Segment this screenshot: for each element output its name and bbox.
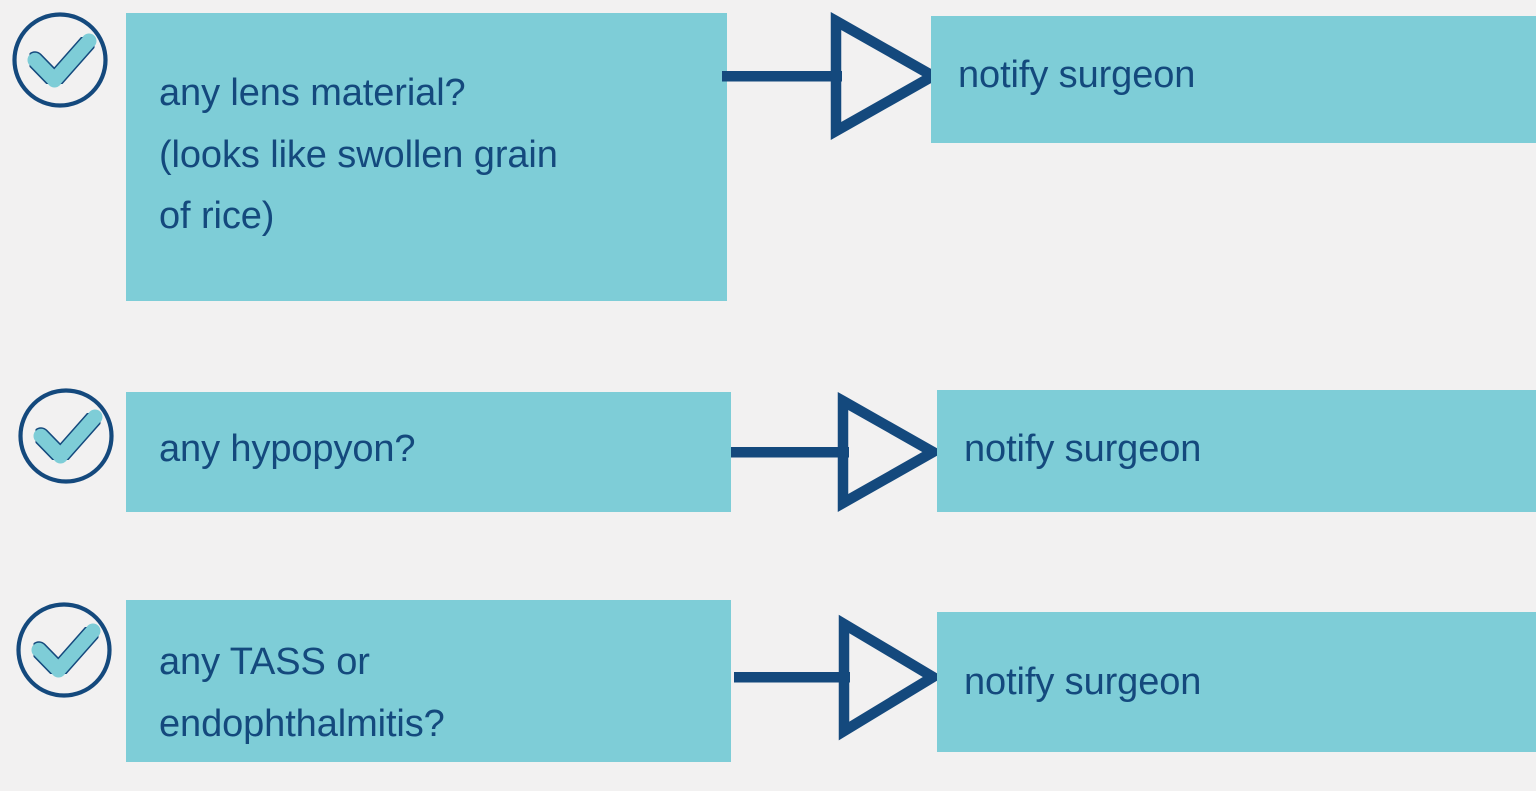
- action-text-2: notify surgeon: [964, 428, 1202, 470]
- question-text-2: any hypopyon?: [159, 428, 416, 470]
- action-text-3: notify surgeon: [964, 661, 1202, 703]
- question-text-3: any TASS or endophthalmitis?: [159, 641, 445, 745]
- arrow-right-outline-icon: [734, 614, 944, 741]
- check-circle-icon: [8, 8, 112, 112]
- action-box-1[interactable]: notify surgeon: [931, 16, 1536, 143]
- action-box-3[interactable]: notify surgeon: [937, 612, 1536, 752]
- question-box-1[interactable]: any lens material? (looks like swollen g…: [126, 13, 727, 301]
- question-box-2[interactable]: any hypopyon?: [126, 392, 731, 512]
- question-text-1: any lens material? (looks like swollen g…: [159, 72, 558, 238]
- arrow-right-outline-icon: [722, 11, 944, 141]
- check-circle-icon: [12, 598, 116, 702]
- check-circle-icon: [14, 384, 118, 488]
- action-text-1: notify surgeon: [958, 54, 1196, 96]
- action-box-2[interactable]: notify surgeon: [937, 390, 1536, 512]
- question-box-3[interactable]: any TASS or endophthalmitis?: [126, 600, 731, 762]
- arrow-right-outline-icon: [731, 391, 944, 513]
